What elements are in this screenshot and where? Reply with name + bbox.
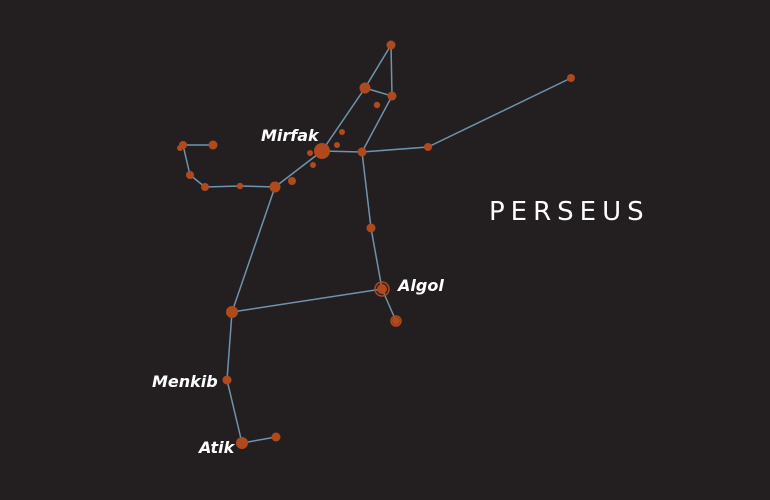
variable-star-ring: [390, 315, 402, 327]
star-minor: [339, 129, 345, 135]
constellation-line: [239, 185, 276, 188]
constellation-line: [361, 151, 372, 229]
star-hip: [226, 306, 238, 318]
star-minor: [310, 162, 316, 168]
star-nose: [359, 82, 371, 94]
constellation-line: [364, 44, 392, 89]
star-arm-4: [186, 171, 194, 179]
star-down: [366, 223, 376, 233]
constellation-line: [321, 87, 366, 152]
star-algol-b: [392, 317, 400, 325]
star-rnose: [387, 91, 397, 101]
star-atik-right: [271, 432, 281, 442]
star-menkib: [222, 375, 232, 385]
constellation-line: [381, 288, 397, 322]
constellation-lines: [182, 44, 572, 444]
star-mid: [357, 147, 367, 157]
star-arm-3: [201, 183, 209, 191]
constellation-line: [274, 150, 323, 188]
star-minor: [373, 101, 381, 109]
constellation-line: [361, 146, 429, 153]
star-arm: [269, 181, 281, 193]
star-right: [424, 143, 432, 151]
constellation-line: [226, 311, 233, 381]
label-menkib: Menkib: [152, 372, 218, 391]
constellation-stars: [177, 40, 575, 449]
constellation-line: [231, 288, 383, 313]
star-top: [386, 40, 396, 50]
star-minor: [177, 145, 183, 151]
constellation-line: [204, 185, 241, 188]
constellation-line: [226, 379, 243, 444]
constellation-line: [182, 144, 191, 176]
star-arm-6: [208, 140, 218, 150]
label-algol: Algol: [398, 276, 444, 295]
star-minor: [334, 142, 340, 148]
constellation-line: [231, 186, 276, 313]
star-far-right: [567, 74, 575, 82]
star-algol: [377, 284, 387, 294]
variable-star-ring: [374, 281, 390, 297]
constellation-line: [361, 95, 393, 153]
star-arm-2: [236, 182, 244, 190]
star-minor: [288, 177, 296, 185]
constellation-line: [427, 77, 572, 148]
star-mirfak: [314, 143, 330, 159]
label-atik: Atik: [199, 438, 235, 457]
constellation-title: PERSEUS: [489, 197, 650, 227]
star-minor: [307, 150, 313, 156]
star-atik: [236, 437, 248, 449]
label-mirfak: Mirfak: [261, 126, 319, 145]
constellation-line: [370, 227, 383, 290]
constellation-line: [390, 44, 393, 97]
